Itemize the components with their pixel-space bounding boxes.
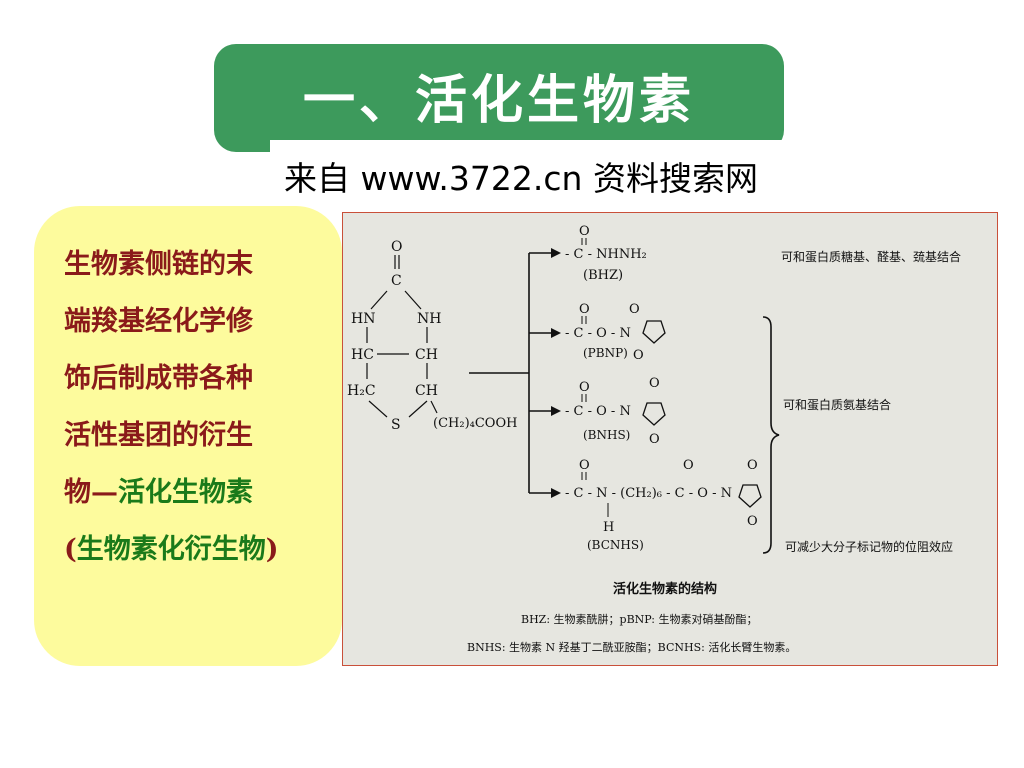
description-panel: 生物素侧链的末 端羧基经化学修 饰后制成带各种 活性基团的衍生 物—活化生物素 … (34, 206, 342, 666)
atom-label: O (683, 458, 694, 473)
source-banner: 来自 www.3722.cn 资料搜索网 (270, 140, 810, 202)
description-line: 生物素侧链的末 (64, 249, 253, 280)
arrow-heads (551, 248, 561, 498)
functional-group: - C - N - (CH₂)₆ - C - O - N (565, 486, 732, 501)
atom-label: O (747, 514, 758, 529)
functional-group: - C - O - N (565, 404, 631, 419)
bhz-group: O - C - NHNH₂ (BHZ) (565, 224, 647, 283)
compound-label: (BNHS) (583, 428, 630, 442)
source-text: 来自 www.3722.cn 资料搜索网 (284, 159, 758, 198)
compound-label: (PBNP) (583, 346, 628, 360)
compound-label: (BCNHS) (587, 538, 644, 552)
atom-label: O (391, 239, 402, 255)
group-brace (762, 316, 780, 554)
description-line: 饰后制成带各种 (64, 363, 253, 394)
atom-label: H (603, 520, 614, 535)
atom-label: O (649, 376, 660, 391)
atom-label: H₂C (347, 383, 376, 399)
atom-label: O (579, 458, 590, 473)
paren-close: ) (265, 534, 279, 565)
compound-label: (BHZ) (583, 268, 623, 283)
reaction-arrows (469, 252, 551, 494)
atom-label: O (579, 302, 590, 317)
description-line: 物—活化生物素 (64, 464, 334, 521)
pbnp-group: O - C - O - N O (PBNP) O (565, 302, 666, 363)
legend-line: BHZ: 生物素酰肼；pBNP: 生物素对硝基酚酯； (521, 612, 757, 626)
side-chain-label: (CH₂)₄COOH (433, 416, 517, 431)
bcnhs-group: O - C - N - (CH₂)₆ - C - O - N O H O O (… (565, 458, 762, 552)
note-text: 可和蛋白质氨基结合 (783, 397, 891, 412)
description-line: (生物素化衍生物) (64, 521, 334, 578)
legend-line: BNHS: 生物素 N 羟基丁二酰亚胺酯；BCNHS: 活化长臂生物素。 (467, 640, 796, 654)
atom-label: CH (415, 347, 438, 363)
description-line: 端羧基经化学修 (64, 306, 253, 337)
biotin-structure: O C HN NH HC CH H₂C CH S (CH₂)₄COOH (347, 239, 517, 433)
atom-label: C (391, 273, 402, 289)
bnhs-group: O - C - O - N O O (BNHS) (565, 376, 666, 447)
description-text: 生物素侧链的末 端羧基经化学修 饰后制成带各种 活性基团的衍生 物—活化生物素 … (64, 236, 334, 578)
note-text: 可和蛋白质糖基、醛基、巯基结合 (781, 249, 961, 264)
atom-label: O (747, 458, 758, 473)
description-line: 活性基团的衍生 (64, 420, 253, 451)
paren-open: ( (64, 534, 77, 565)
functional-group: - C - NHNH₂ (565, 247, 647, 262)
structure-diagram: O C HN NH HC CH H₂C CH S (CH₂)₄COOH (342, 212, 998, 666)
highlight-term: 生物素化衍生物 (76, 534, 266, 565)
note-text: 可减少大分子标记物的位阻效应 (785, 539, 953, 554)
description-fragment: 物— (64, 477, 118, 508)
atom-label: NH (417, 311, 441, 327)
atom-label: S (391, 417, 401, 433)
functional-group: - C - O - N (565, 326, 631, 341)
slide-title: 一、活化生物素 (302, 70, 695, 131)
atom-label: HN (351, 311, 375, 327)
atom-label: O (629, 302, 640, 317)
atom-label: O (579, 380, 590, 395)
atom-label: O (633, 348, 644, 363)
atom-label: O (579, 224, 590, 239)
highlight-term: 活化生物素 (118, 477, 253, 508)
structure-svg: O C HN NH HC CH H₂C CH S (CH₂)₄COOH (347, 224, 961, 654)
atom-label: O (649, 432, 660, 447)
diagram-caption: 活化生物素的结构 (613, 581, 717, 597)
title-banner: 一、活化生物素 (214, 44, 784, 152)
atom-label: CH (415, 383, 438, 399)
atom-label: HC (351, 347, 374, 363)
